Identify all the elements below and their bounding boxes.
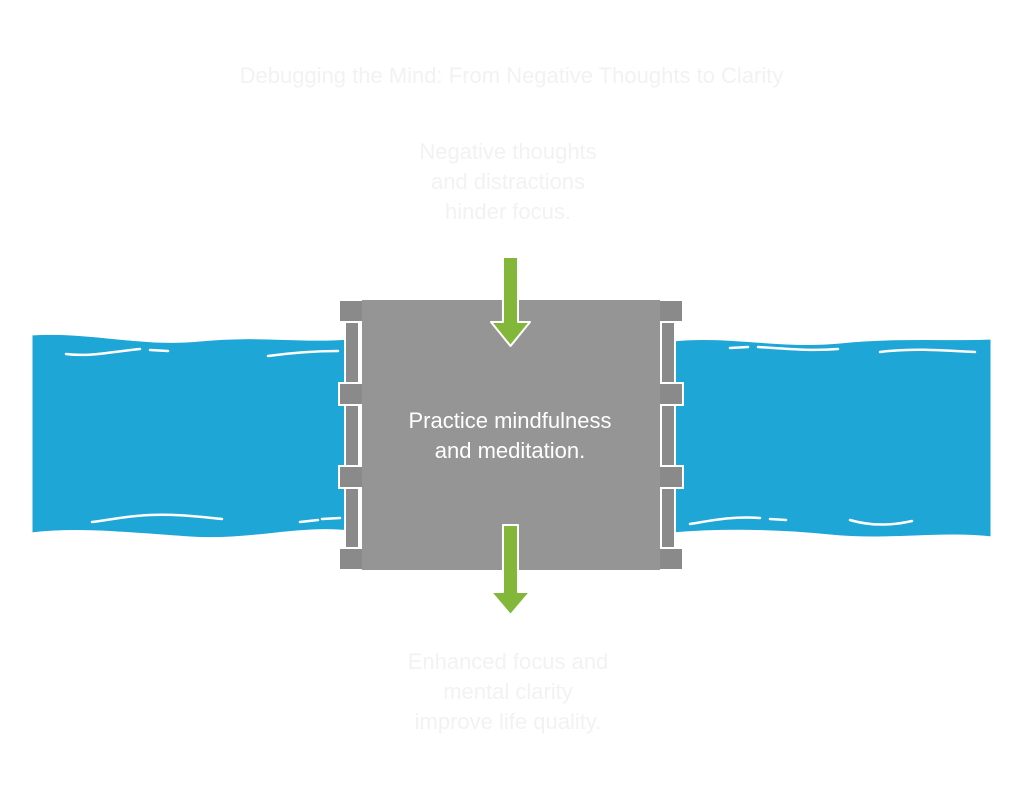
down-arrow-icon	[490, 256, 531, 347]
water-channel-left	[29, 331, 352, 541]
diagram-title: Debugging the Mind: From Negative Though…	[239, 63, 784, 88]
output-note: Enhanced focus and mental clarity improv…	[407, 649, 609, 734]
input-note: Negative thoughts and distractions hinde…	[419, 139, 597, 224]
water-ripples	[64, 345, 977, 526]
water-channel-right	[670, 336, 994, 540]
down-arrow-icon	[490, 524, 531, 616]
process-label: Practice mindfulness and meditation.	[408, 408, 612, 463]
gate-frame	[338, 299, 684, 571]
